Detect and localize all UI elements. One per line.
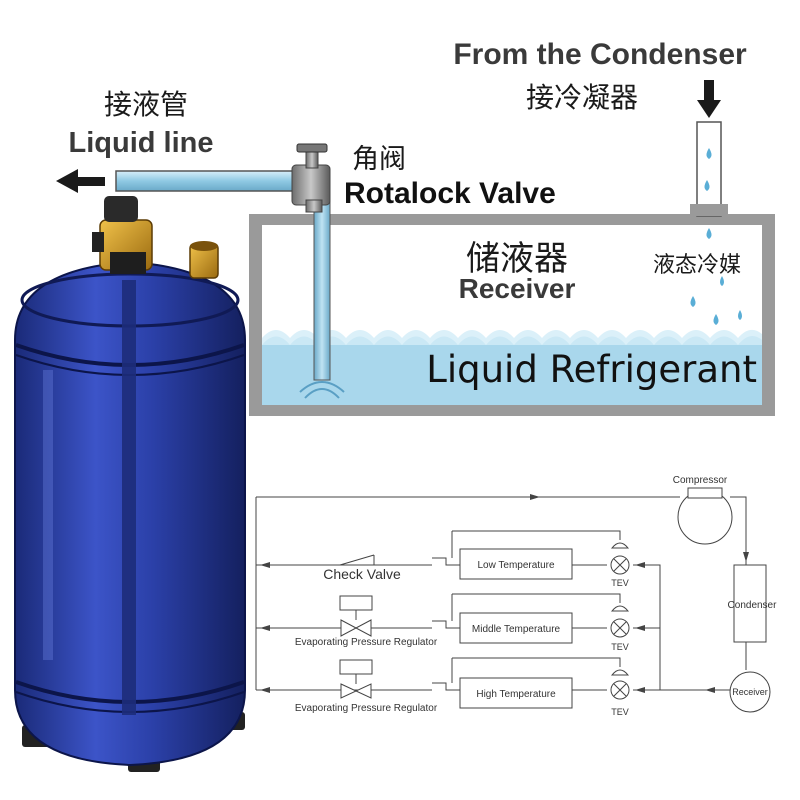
receiver-cylinder <box>14 196 246 772</box>
from-condenser-cn-label: 接冷凝器 <box>526 81 638 114</box>
from-condenser-label: From the Condenser <box>453 38 747 71</box>
condenser-label: Condenser <box>728 600 778 611</box>
valve-cn-label: 角阀 <box>352 144 406 175</box>
receiver-cn-label: 储液器 <box>466 239 568 279</box>
compressor-icon <box>677 487 733 545</box>
left-arrow-icon <box>56 169 105 193</box>
tev-label-2: TEV <box>611 642 629 652</box>
tev-valve-icon <box>610 542 630 700</box>
epr-label-2: Evaporating Pressure Regulator <box>295 703 438 714</box>
down-arrow-icon <box>697 80 721 118</box>
liquid-refrigerant-label: Liquid Refrigerant <box>426 348 757 391</box>
low-temp-label: Low Temperature <box>477 560 555 571</box>
high-temp-box <box>459 677 573 709</box>
refrigeration-schematic <box>255 494 749 693</box>
epr-valve-icon <box>339 595 373 699</box>
valve-label: Rotalock Valve <box>344 177 556 210</box>
low-temp-box <box>459 548 573 580</box>
high-temp-label: High Temperature <box>476 689 556 700</box>
tev-label-3: TEV <box>611 707 629 717</box>
receiver-tank-illustration <box>249 121 775 416</box>
liquid-line-cn-label: 接液管 <box>104 88 188 121</box>
receiver-label: Receiver <box>459 273 576 304</box>
middle-temp-label: Middle Temperature <box>472 624 561 635</box>
middle-temp-box <box>459 612 573 644</box>
refrigerant-drops <box>690 148 742 325</box>
receiver-symbol <box>729 671 771 713</box>
epr-label-1: Evaporating Pressure Regulator <box>295 637 438 648</box>
liquid-surface <box>262 336 762 405</box>
schematic-receiver-label: Receiver <box>732 687 768 697</box>
tev-label-1: TEV <box>611 578 629 588</box>
rotalock-valve-icon <box>291 143 331 213</box>
liquid-line-pipe <box>115 170 301 192</box>
condenser-box <box>733 564 767 643</box>
liquid-line-label: Liquid line <box>69 127 214 159</box>
liquid-state-cn-label: 液态冷媒 <box>653 253 741 278</box>
check-valve-label: Check Valve <box>323 566 401 582</box>
compressor-label: Compressor <box>673 475 728 486</box>
